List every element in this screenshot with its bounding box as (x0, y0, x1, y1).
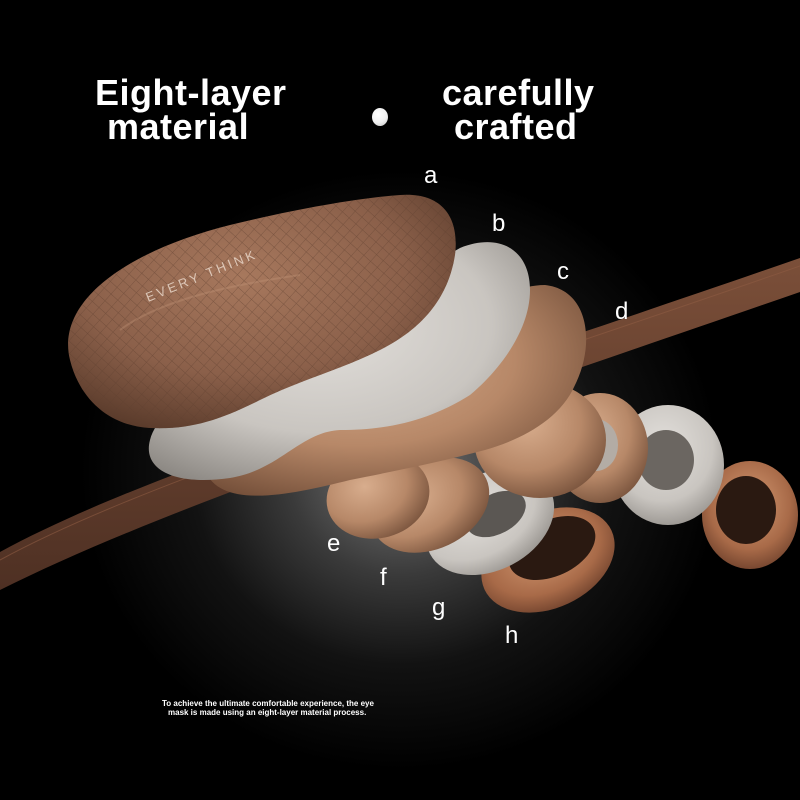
foam-ring-layer-g (425, 405, 724, 576)
headline-right-line2: crafted (454, 106, 578, 147)
layer-label-g: g (432, 594, 446, 621)
headline-carefully-crafted: carefully crafted (442, 72, 595, 147)
layer-label-a: a (424, 162, 438, 189)
layer-label-d: d (615, 298, 629, 325)
layer-label-b: b (492, 210, 506, 237)
caption-line1: To achieve the ultimate comfortable expe… (162, 699, 374, 708)
headline-eight-layer: Eight-layer material (95, 72, 287, 147)
caption-text: To achieve the ultimate comfortable expe… (162, 699, 482, 717)
layer-label-f: f (380, 564, 387, 591)
layer-label-e: e (327, 530, 341, 557)
caption-line2: mask is made using an eight-layer materi… (168, 708, 367, 717)
layer-label-c: c (557, 258, 569, 285)
layer-label-h: h (505, 622, 519, 649)
headline-right-line1: carefully (442, 72, 595, 113)
fabric-layer-a (68, 194, 456, 429)
headline-left-line2: material (107, 106, 250, 147)
separator-dot-icon (372, 108, 388, 126)
headline-left-line1: Eight-layer (95, 72, 287, 113)
